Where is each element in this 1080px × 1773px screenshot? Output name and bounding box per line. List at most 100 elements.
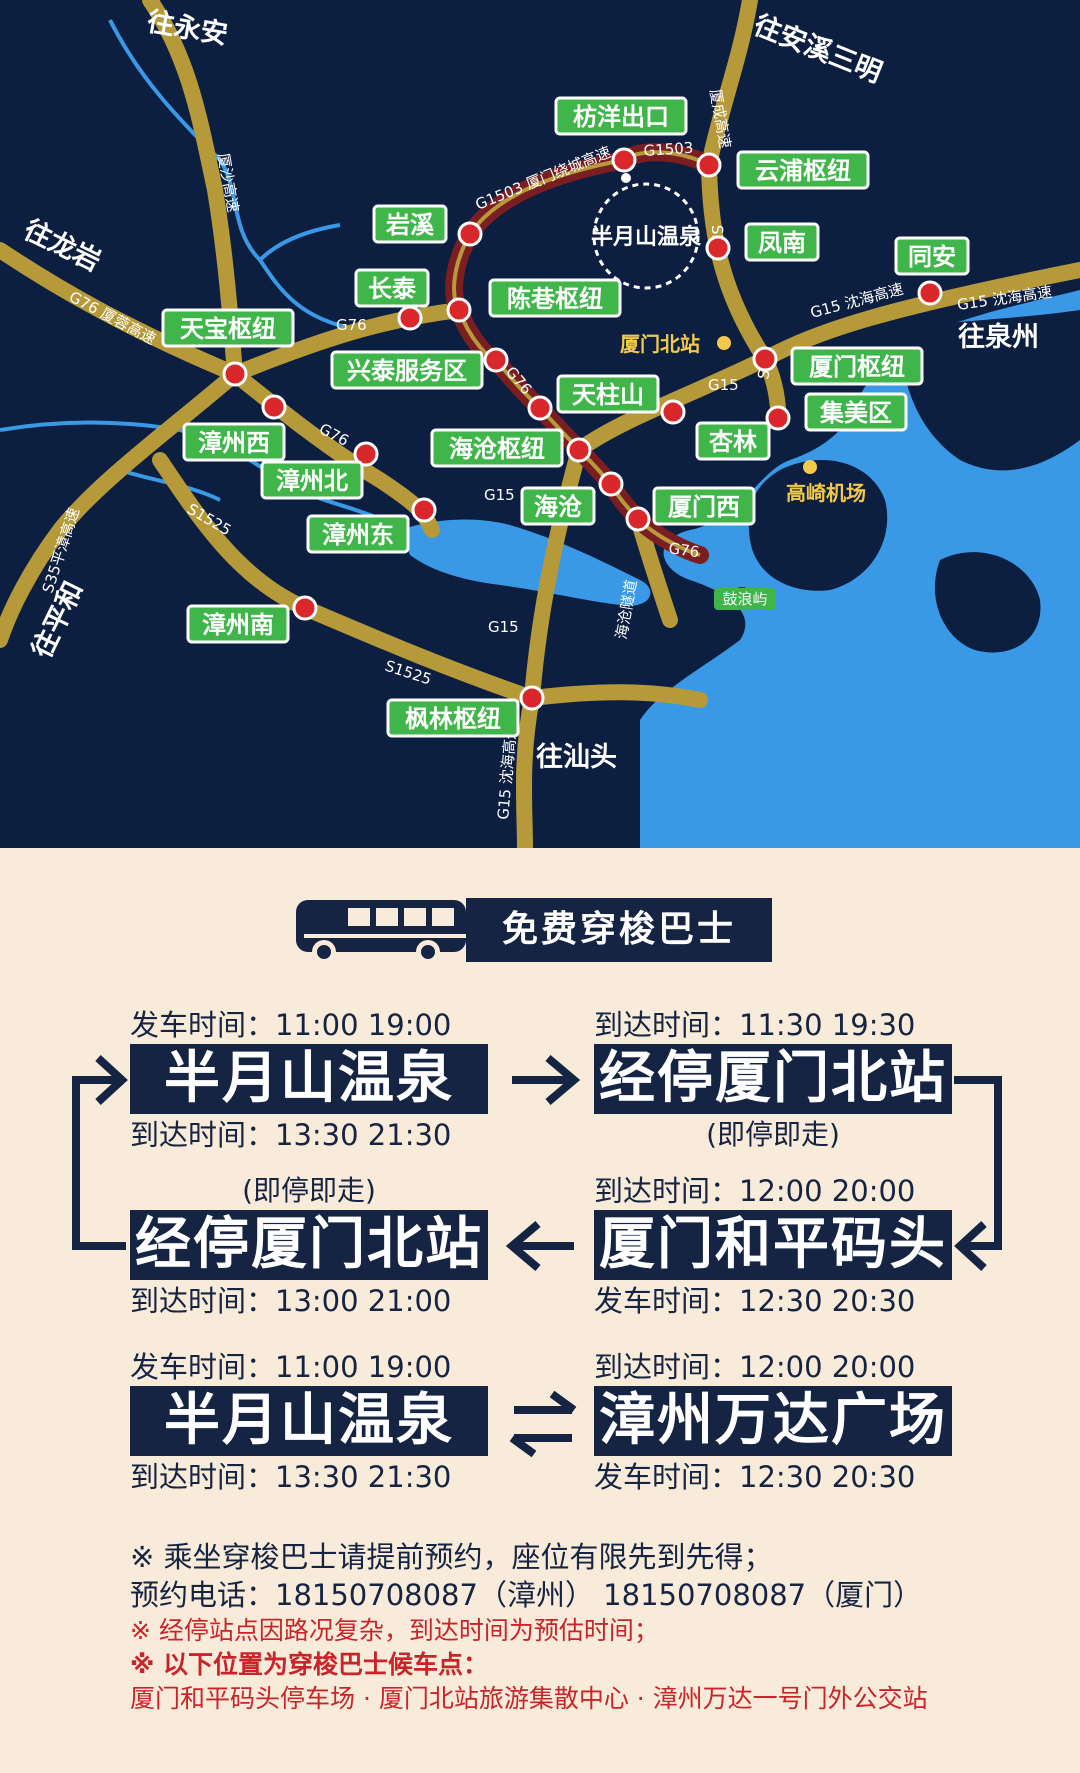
route2-stop-banyueshan: 发车时间：11:00 19:00 半月山温泉 到达时间：13:30 21:30 (130, 1350, 488, 1500)
junction-label-box-zhangzhou_w (182, 422, 286, 462)
route1-xmn-arrive-times: 到达时间：11:30 19:30 (594, 1008, 916, 1042)
direction-shantou: 往汕头 (536, 741, 617, 773)
route1-xmn-name: 经停厦门北站 (594, 1044, 952, 1114)
junction-label-zhangzhou_w: 漳州西 (198, 429, 270, 457)
junction-label-box-zhangzhou_e (306, 514, 410, 554)
junction-dot-haicang (598, 471, 624, 497)
arrow-loop-up-icon (72, 1055, 128, 1250)
junction-label-yanxi: 岩溪 (385, 211, 435, 239)
junction-dot-xingtai (483, 347, 509, 373)
route1-stop-heping-pier: 到达时间：12:00 20:00 厦门和平码头 发车时间：12:30 20:30 (594, 1174, 952, 1324)
junction-label-box-tianzhu (556, 374, 660, 414)
junction-label-yunpu: 云浦枢纽 (755, 157, 851, 185)
junction-layer: 枋洋出口云浦枢纽岩溪凤南长泰陈巷枢纽同安天宝枢纽兴泰服务区厦门枢纽天柱山杏林集美… (161, 96, 970, 738)
junction-label-box-yanxi (372, 204, 448, 244)
junction-dot-jimei (765, 405, 791, 431)
junction-label-xingtai: 兴泰服务区 (347, 357, 467, 385)
arrow-two-way-icon (509, 1390, 577, 1458)
route2-wanda-name: 漳州万达广场 (594, 1386, 952, 1456)
junction-dot-yunpu (696, 152, 722, 178)
junction-label-haicang: 海沧 (534, 493, 582, 521)
junction-label-box-yunpu (736, 150, 870, 190)
junction-label-box-fenglin (386, 698, 520, 738)
xiamen-island-label: 厦门岛 (776, 546, 842, 572)
map-bay (400, 519, 651, 606)
note-pickup-points: 厦门和平码头停车场 · 厦门北站旅游集散中心 · 漳州万达一号门外公交站 (130, 1684, 928, 1713)
route2-depart-times: 发车时间：11:00 19:00 (130, 1350, 452, 1384)
xiamen-north-station-dot (717, 336, 731, 350)
road-label-g15-c: G15 (488, 618, 519, 636)
junction-label-zhangzhou_e: 漳州东 (322, 521, 394, 549)
junction-dot-chenxiang (446, 297, 472, 323)
junction-dot-zhangzhou_s (292, 595, 318, 621)
highway-map: 鼓浪屿 G1503 厦门绕城高速 G1503 G76 G76 厦蓉高速 G76 … (0, 0, 1080, 848)
junction-label-box-xinglin (695, 421, 771, 461)
resort-logo-text: 半月山温泉 (591, 224, 702, 250)
arrow-left-icon (505, 1220, 574, 1272)
road-label-g76-d: G76 (667, 539, 700, 561)
route1-stop-xiamen-north-b: (即停即走) 经停厦门北站 到达时间：13:00 21:00 (130, 1174, 488, 1324)
junction-label-box-xiamen_hub (790, 346, 924, 386)
road-label-g76-a: G76 (336, 316, 367, 334)
direction-quanzhou: 往泉州 (958, 321, 1039, 353)
note-estimate: ※ 经停站点因路况复杂，到达时间为预估时间； (130, 1616, 659, 1645)
junction-label-box-zhangzhou_n (260, 460, 364, 500)
airport-label: 高崎机场 (786, 481, 866, 505)
route1-xmn2-name: 经停厦门北站 (130, 1210, 488, 1280)
junction-label-box-haicang_hub (430, 428, 564, 468)
junction-label-xiamen_hub: 厦门枢纽 (809, 353, 905, 381)
note-phone: 预约电话：18150708087（漳州） 18150708087（厦门） (130, 1578, 923, 1612)
route1-xmn-note: (即停即走) (706, 1118, 840, 1151)
route2-arrive-times: 到达时间：13:30 21:30 (130, 1460, 452, 1494)
junction-label-haicang_hub: 海沧枢纽 (449, 435, 545, 463)
shuttle-notes: ※ 乘坐穿梭巴士请提前预约，座位有限先到先得； 预约电话：18150708087… (130, 1538, 1030, 1716)
junction-dot-zhangzhou_w (261, 394, 287, 420)
route1-stop-banyueshan: 发车时间：11:00 19:00 半月山温泉 到达时间：13:30 21:30 (130, 1008, 488, 1158)
junction-dot-xiamen_hub (752, 346, 778, 372)
route-arrows (72, 1054, 1002, 1458)
junction-dot-yanxi (457, 221, 483, 247)
junction-label-box-zhangzhou_s (186, 604, 290, 644)
route2-stop-wanda: 到达时间：12:00 20:00 漳州万达广场 发车时间：12:30 20:30 (594, 1350, 952, 1500)
junction-dot-zhangzhou_n (353, 441, 379, 467)
junction-dot-haicang_hub (566, 437, 592, 463)
junction-dot-xiamen_w (625, 506, 651, 532)
junction-dot-fengnan (705, 235, 731, 261)
junction-label-tianbao: 天宝枢纽 (180, 315, 276, 343)
junction-dot-tongan (917, 280, 943, 306)
arrow-right-icon (512, 1054, 581, 1106)
route1-xmn2-arrive-times: 到达时间：13:00 21:00 (130, 1284, 452, 1318)
resort-logo-ring (592, 182, 700, 290)
junction-label-zhangzhou_s: 漳州南 (202, 611, 274, 639)
junction-label-changtai: 长泰 (368, 275, 417, 303)
route1-banyueshan-name: 半月山温泉 (130, 1044, 488, 1114)
shuttle-header: 免费穿梭巴士 (290, 894, 780, 966)
junction-label-box-yangyang (554, 96, 688, 136)
junction-dot-xinglin (660, 399, 686, 425)
route1-stop-xiamen-north-a: 到达时间：11:30 19:30 经停厦门北站 (即停即走) (594, 1008, 952, 1158)
junction-dot-zhangzhou_e (411, 497, 437, 523)
junction-label-tongan: 同安 (908, 243, 956, 271)
junction-label-box-tianbao (161, 308, 295, 348)
route1-arrive-times: 到达时间：13:30 21:30 (130, 1118, 452, 1152)
route1-depart-times: 发车时间：11:00 19:00 (130, 1008, 452, 1042)
route1-pier-name: 厦门和平码头 (594, 1210, 952, 1280)
shuttle-title: 免费穿梭巴士 (466, 898, 772, 962)
junction-label-box-tongan (894, 236, 970, 276)
junction-label-box-chenxiang (488, 278, 622, 318)
junction-label-chenxiang: 陈巷枢纽 (507, 285, 603, 313)
road-label-g1503: G1503 (643, 139, 694, 160)
note-pickup-heading: ※ 以下位置为穿梭巴士候车点： (130, 1650, 489, 1679)
junction-label-tianzhu: 天柱山 (572, 381, 644, 409)
junction-label-box-xiamen_w (652, 486, 756, 526)
junction-label-box-jimei (804, 392, 908, 432)
route2-banyueshan-name: 半月山温泉 (130, 1386, 488, 1456)
note-reservation: ※ 乘坐穿梭巴士请提前预约，座位有限先到先得； (130, 1540, 773, 1574)
road-label-g15-a: G15 (708, 376, 739, 394)
route2-wanda-arrive-times: 到达时间：12:00 20:00 (594, 1350, 916, 1384)
junction-dot-tianbao (222, 361, 248, 387)
junction-label-xinglin: 杏林 (709, 428, 757, 456)
junction-label-box-fengnan (744, 222, 820, 262)
road-label-g15-b: G15 (484, 486, 515, 504)
gulangyu-label-box (714, 588, 776, 610)
